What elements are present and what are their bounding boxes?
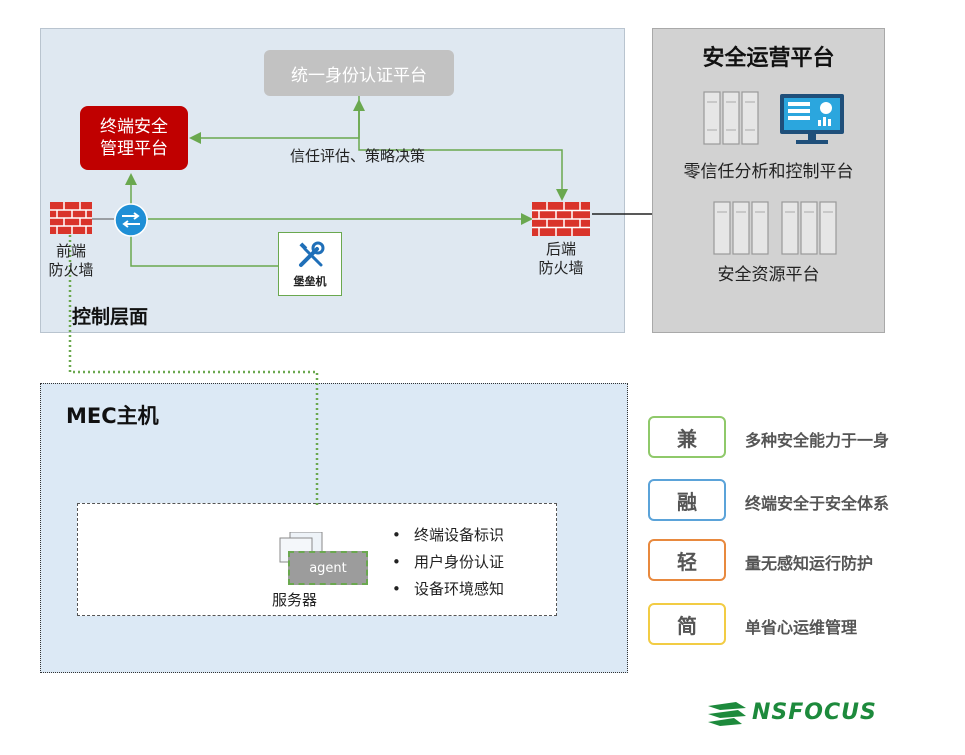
- endpoint-platform-label: 终端安全 管理平台: [100, 117, 168, 159]
- agent-box: agent: [288, 551, 368, 585]
- tools-icon: [299, 241, 325, 267]
- capability-item: 用户身份认证: [392, 549, 504, 576]
- identity-platform-box: 统一身份认证平台: [264, 50, 454, 96]
- feature-desc: 终端安全于安全体系: [745, 494, 890, 513]
- capability-item: 终端设备标识: [392, 522, 504, 549]
- mec-host-title: MEC主机: [66, 404, 159, 428]
- front-firewall-label: 前端 防火墙: [48, 242, 94, 279]
- bastion-host-box: 堡垒机: [278, 232, 342, 296]
- trust-label: 信任评估、策略决策: [290, 147, 426, 165]
- resource-platform-label: 安全资源平台: [717, 265, 820, 285]
- endpoint-platform-box: 终端安全 管理平台: [80, 106, 188, 170]
- feature-badge-jian: 兼: [648, 416, 726, 458]
- feature-desc: 单省心运维管理: [745, 618, 858, 637]
- feature-badge-qing: 轻: [648, 539, 726, 581]
- zero-trust-platform-label: 零信任分析和控制平台: [683, 162, 854, 182]
- feature-badge-jian-simple: 简: [648, 603, 726, 645]
- feature-char: 轻: [677, 549, 697, 574]
- feature-char: 简: [677, 613, 697, 638]
- back-firewall-label: 后端 防火墙: [538, 240, 584, 277]
- brand-name: NSFOCUS: [752, 700, 877, 725]
- front-firewall-icon: [50, 202, 92, 234]
- agent-label: agent: [309, 560, 347, 576]
- agent-capability-list: 终端设备标识 用户身份认证 设备环境感知: [392, 522, 504, 603]
- bastion-host-label: 堡垒机: [293, 275, 327, 288]
- security-ops-panel: [652, 28, 885, 333]
- zero-trust-servers-icon: [703, 91, 844, 145]
- security-ops-title: 安全运营平台: [702, 46, 835, 71]
- feature-desc: 多种安全能力于一身: [745, 431, 890, 450]
- switch-icon: [114, 203, 148, 237]
- identity-platform-label: 统一身份认证平台: [291, 65, 427, 86]
- feature-desc: 量无感知运行防护: [745, 554, 874, 573]
- back-firewall-icon: [532, 202, 590, 236]
- capability-item: 设备环境感知: [392, 576, 504, 603]
- feature-char: 融: [677, 489, 697, 514]
- server-label: 服务器: [272, 591, 318, 609]
- feature-char: 兼: [677, 426, 697, 451]
- control-plane-title: 控制层面: [72, 306, 149, 328]
- feature-badge-rong: 融: [648, 479, 726, 521]
- nsfocus-logo-icon: [708, 702, 746, 726]
- resource-servers-icon: [713, 201, 837, 255]
